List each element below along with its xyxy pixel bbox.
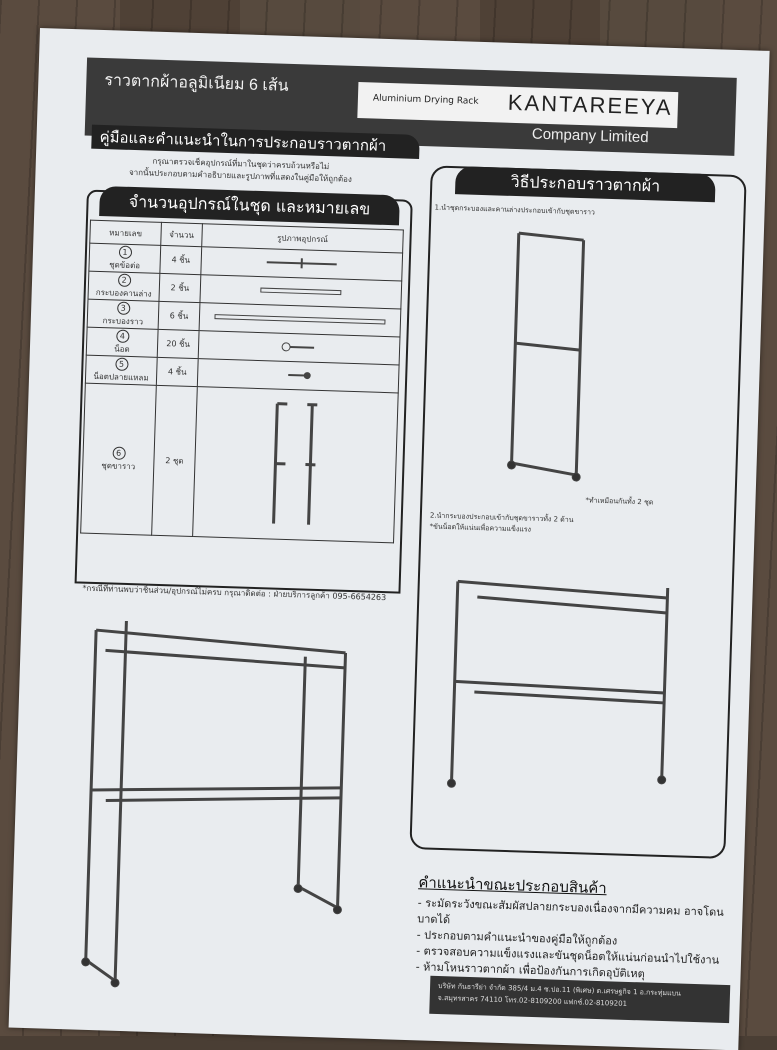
brand-name: KANTAREEYA (507, 90, 672, 121)
advice-list: ระมัดระวังขณะสัมผัสปลายกระบองเนื่องจากมี… (415, 895, 742, 985)
part-quantity: 4 ชิ้น (160, 245, 202, 274)
step-2-drawing (430, 541, 719, 830)
header-number: หมายเลข (90, 220, 162, 245)
part-quantity: 20 ชิ้น (157, 329, 199, 358)
part-image-legs (193, 387, 399, 543)
part-name: ชุดข้อต่อ (89, 257, 159, 272)
part-number: 1 (118, 245, 131, 258)
part-number: 3 (117, 301, 130, 314)
part-number: 4 (116, 329, 129, 342)
part-name: กระบองคานล่าง (89, 285, 159, 300)
part-name: น็อตปลายแหลม (86, 369, 156, 384)
part-name: กระบองราว (88, 313, 158, 328)
assembled-rack-drawing (55, 599, 397, 1009)
company-name: Company Limited (532, 126, 649, 147)
part-number: 6 (112, 446, 125, 459)
part-quantity: 2 ชิ้น (159, 273, 201, 302)
part-quantity: 6 ชิ้น (158, 301, 200, 330)
part-name: ชุดขาราว (83, 458, 153, 473)
part-quantity: 4 ชิ้น (156, 357, 198, 386)
header-quantity: จำนวน (161, 222, 203, 246)
part-quantity: 2 ชุด (152, 385, 198, 536)
intro-text: กรุณาตรวจเช็คอุปกรณ์ที่มาในชุดว่าครบถ้วน… (95, 154, 386, 187)
instruction-sheet: ราวตากผ้าอลูมิเนียม 6 เส้น Aluminium Dry… (9, 28, 770, 1050)
step-1-drawing (496, 223, 624, 487)
part-number: 5 (115, 357, 128, 370)
part-name: น็อต (87, 341, 157, 356)
step-1-note: *ทำเหมือนกันทั้ง 2 ชุด (585, 495, 653, 508)
company-address-bar: บริษัท กันธารีย่า จำกัด 385/4 ม.4 ซ.ปอ.1… (429, 976, 730, 1023)
part-number: 2 (117, 273, 130, 286)
